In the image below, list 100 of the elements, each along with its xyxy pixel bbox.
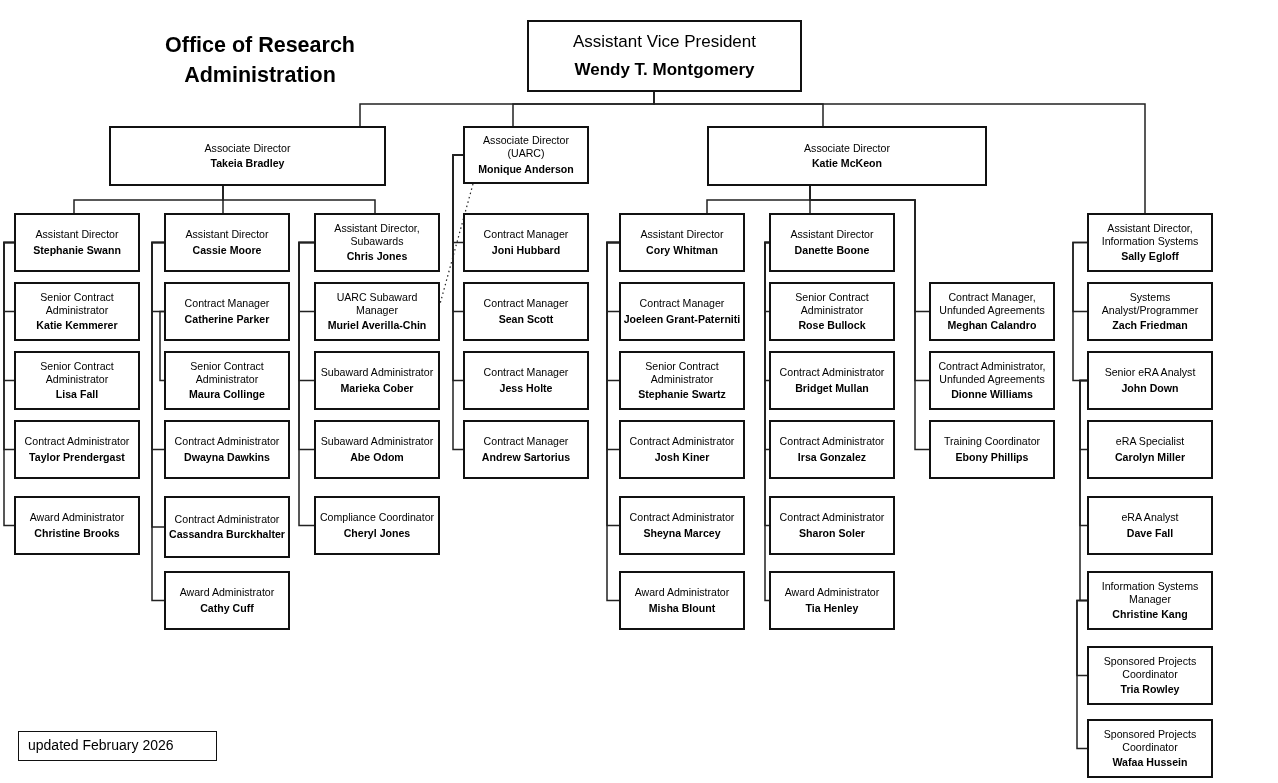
person-name: Wafaa Hussein bbox=[1112, 756, 1188, 770]
person-name: Cory Whitman bbox=[646, 243, 718, 257]
position-title: Award Administrator bbox=[29, 511, 125, 525]
position-box bbox=[929, 282, 1055, 341]
position-box bbox=[929, 420, 1055, 479]
position-box bbox=[619, 496, 745, 555]
position-title: Contract Administrator bbox=[24, 435, 130, 449]
person-name: Marieka Cober bbox=[340, 381, 414, 395]
position-box bbox=[463, 282, 589, 341]
person-name: Cassandra Burckhalter bbox=[169, 528, 285, 542]
position-title: Assistant Vice President bbox=[573, 31, 756, 54]
person-name: Sean Scott bbox=[498, 312, 554, 326]
position-title: Contract Manager bbox=[483, 366, 569, 380]
position-title: Associate Director (UARC) bbox=[482, 134, 570, 161]
person-name: Maura Collinge bbox=[189, 388, 265, 402]
title: Office of Research Administration bbox=[164, 32, 356, 89]
person-name: Cassie Moore bbox=[192, 243, 262, 257]
person-name: Andrew Sartorius bbox=[481, 450, 571, 464]
connector-line bbox=[298, 241, 315, 527]
position-box bbox=[1087, 213, 1213, 272]
person-name: Joeleen Grant-Paterniti bbox=[623, 312, 741, 326]
update-note: updated February 2026 bbox=[28, 737, 174, 755]
person-name: Dave Fall bbox=[1126, 526, 1174, 540]
position-title: Assistant Director bbox=[640, 228, 724, 242]
position-box bbox=[164, 213, 290, 272]
person-name: Muriel Averilla-Chin bbox=[327, 319, 427, 333]
person-name: Carolyn Miller bbox=[1114, 450, 1186, 464]
person-name: Sheyna Marcey bbox=[643, 526, 721, 540]
position-title: Contract Administrator bbox=[779, 511, 885, 525]
person-name: Joni Hubbard bbox=[491, 243, 561, 257]
position-title: Subaward Administrator bbox=[320, 435, 434, 449]
position-title: Assistant Director bbox=[790, 228, 874, 242]
person-name: Wendy T. Montgomery bbox=[574, 59, 755, 81]
position-title: Associate Director bbox=[804, 141, 890, 155]
position-title: Information Systems Manager bbox=[1100, 579, 1200, 607]
person-name: Dwayna Dawkins bbox=[184, 450, 270, 464]
position-box bbox=[1087, 351, 1213, 410]
position-box bbox=[769, 213, 895, 272]
position-box bbox=[14, 496, 140, 555]
person-name: Tia Henley bbox=[805, 601, 859, 615]
position-box bbox=[314, 282, 440, 341]
person-name: Meghan Calandro bbox=[947, 319, 1037, 333]
connector-line bbox=[1076, 599, 1088, 750]
person-name: Misha Blount bbox=[648, 601, 716, 615]
person-name: Sharon Soler bbox=[799, 526, 865, 540]
position-title: Award Administrator bbox=[179, 586, 275, 600]
person-name: Irsa Gonzalez bbox=[797, 450, 867, 464]
position-title: Compliance Coordinator bbox=[319, 511, 435, 525]
position-box bbox=[769, 282, 895, 341]
position-title: UARC Subaward Manager bbox=[335, 290, 419, 318]
person-name: Josh Kiner bbox=[654, 450, 710, 464]
person-name: Bridget Mullan bbox=[795, 381, 869, 395]
person-name: Lisa Fall bbox=[55, 388, 99, 402]
position-box bbox=[14, 213, 140, 272]
position-title: Subaward Administrator bbox=[320, 366, 434, 380]
person-name: Dionne Williams bbox=[951, 388, 1033, 402]
position-box bbox=[707, 126, 987, 186]
connector-line bbox=[1079, 379, 1088, 602]
person-name: Sally Egloff bbox=[1121, 250, 1179, 264]
position-title: Contract Administrator bbox=[629, 435, 735, 449]
position-box bbox=[619, 282, 745, 341]
connector-line bbox=[452, 154, 464, 451]
position-title: Assistant Director bbox=[185, 228, 269, 242]
position-title: Assistant Director, Subawards bbox=[333, 221, 421, 249]
position-title: Contract Administrator, Unfunded Agreements bbox=[937, 359, 1047, 387]
position-box bbox=[1087, 719, 1213, 778]
position-title: eRA Analyst bbox=[1121, 511, 1179, 525]
position-title: Contract Manager bbox=[184, 297, 270, 311]
position-box bbox=[619, 571, 745, 630]
position-title: Contract Administrator bbox=[174, 512, 280, 526]
position-box bbox=[1087, 646, 1213, 705]
position-box bbox=[314, 420, 440, 479]
person-name: Stephanie Swann bbox=[33, 243, 121, 257]
connector-line bbox=[159, 310, 165, 382]
position-box bbox=[14, 282, 140, 341]
connector-line bbox=[1072, 241, 1088, 382]
connector-line bbox=[222, 185, 376, 214]
position-box bbox=[1087, 496, 1213, 555]
position-title: Contract Administrator bbox=[779, 435, 885, 449]
position-title: eRA Specialist bbox=[1115, 435, 1185, 449]
note-box bbox=[18, 731, 217, 761]
position-title: Contract Manager, Unfunded Agreements bbox=[938, 290, 1046, 318]
person-name: Danette Boone bbox=[794, 243, 870, 257]
position-title: Senior eRA Analyst bbox=[1104, 366, 1196, 380]
person-name: Cathy Cuff bbox=[200, 601, 254, 615]
person-name: Abe Odom bbox=[350, 450, 404, 464]
person-name: Jess Holte bbox=[499, 381, 553, 395]
person-name: Takeia Bradley bbox=[210, 157, 285, 171]
position-box bbox=[769, 420, 895, 479]
position-title: Assistant Director bbox=[35, 228, 119, 242]
position-box bbox=[619, 213, 745, 272]
person-name: Cheryl Jones bbox=[343, 526, 411, 540]
person-name: Monique Anderson bbox=[478, 162, 574, 176]
person-name: Tria Rowley bbox=[1120, 683, 1180, 697]
position-box bbox=[164, 282, 290, 341]
position-box bbox=[619, 351, 745, 410]
position-box bbox=[164, 496, 290, 558]
position-box bbox=[463, 420, 589, 479]
position-title: Senior Contract Administrator bbox=[794, 290, 870, 318]
position-title: Senior Contract Administrator bbox=[189, 359, 265, 387]
